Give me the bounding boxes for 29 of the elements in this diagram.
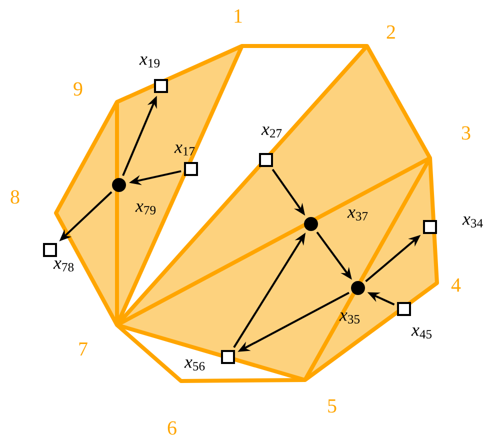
square-marker (184, 162, 198, 176)
vertex-number: 1 (234, 9, 242, 23)
vertex-number: 2 (386, 25, 395, 39)
dot-marker (112, 178, 126, 192)
square-marker (221, 350, 235, 364)
variable-label: x$_{37}$ (347, 210, 368, 220)
vertex-number: 5 (328, 399, 336, 413)
dot-marker (351, 281, 365, 295)
variable-label: x$_{56}$ (184, 360, 205, 370)
variable-label: x$_{35}$ (339, 312, 360, 324)
variable-label: x$_{27}$ (261, 126, 282, 138)
variable-label: x$_{34}$ (462, 216, 483, 228)
variable-label: x$_{78}$ (53, 260, 74, 272)
square-marker (259, 153, 273, 167)
vertex-number: 4 (451, 278, 461, 292)
variable-label: x$_{79}$ (135, 204, 156, 214)
vertex-number: 6 (168, 421, 176, 435)
vertex-number: 8 (10, 190, 20, 204)
variable-label: x$_{17}$ (174, 144, 195, 156)
square-marker (423, 220, 437, 234)
variable-label: x$_{45}$ (411, 328, 432, 338)
dot-marker (304, 217, 318, 231)
square-marker (154, 79, 168, 93)
vertex-number: 7 (79, 342, 88, 356)
square-marker (397, 302, 411, 316)
vertex-number: 3 (462, 126, 470, 140)
square-marker (43, 243, 57, 257)
vertex-number: 9 (74, 82, 82, 96)
variable-label: x$_{19}$ (139, 56, 160, 68)
